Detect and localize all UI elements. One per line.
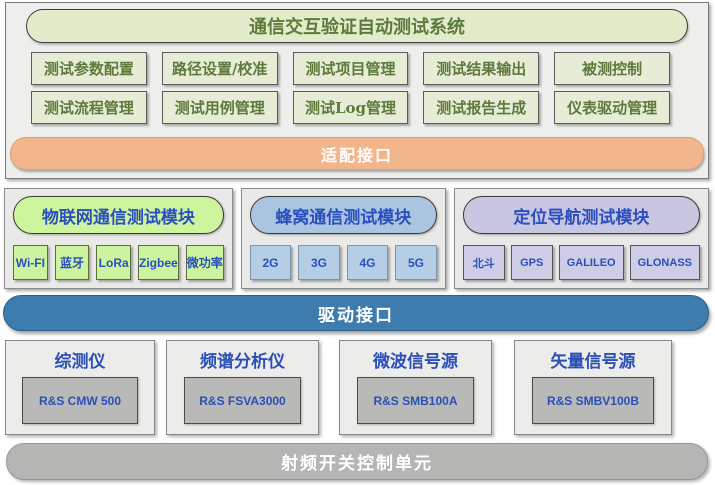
function-block-log-mgmt: 测试Log管理	[292, 91, 409, 124]
instruments-row: 综测仪 R&S CMW 500 频谱分析仪 R&S FSVA3000 微波信号源…	[5, 340, 715, 435]
function-block-flow-mgmt: 测试流程管理	[31, 91, 147, 124]
driver-interface-bar: 驱动接口	[3, 295, 709, 331]
tech-block-wifi: Wi-FI	[13, 245, 48, 280]
rf-switch-control-bar: 射频开关控制单元	[6, 443, 708, 480]
instrument-microwave-signal-source: 微波信号源 R&S SMB100A	[339, 340, 492, 435]
module-cellular-title: 蜂窝通信测试模块	[249, 196, 437, 234]
instrument-model-box: R&S CMW 500	[22, 377, 138, 424]
instrument-vector-signal-source: 矢量信号源 R&S SMBV100B	[514, 340, 672, 435]
module-cellular-items: 2G 3G 4G 5G	[249, 245, 437, 280]
function-block-result-output: 测试结果输出	[423, 52, 540, 85]
function-block-case-mgmt: 测试用例管理	[161, 91, 278, 124]
instrument-comprehensive-tester: 综测仪 R&S CMW 500	[5, 340, 155, 435]
tech-block-lora: LoRa	[96, 245, 132, 280]
module-iot-items: Wi-FI 蓝牙 LoRa Zigbee 微功率	[13, 245, 224, 280]
function-block-project-mgmt: 测试项目管理	[292, 52, 409, 85]
instrument-title: 微波信号源	[373, 352, 458, 372]
system-title: 通信交互验证自动测试系统	[26, 9, 688, 43]
instrument-title: 综测仪	[54, 352, 106, 372]
instrument-model-box: R&S SMB100A	[356, 377, 475, 424]
module-cellular-communication: 蜂窝通信测试模块 2G 3G 4G 5G	[240, 188, 446, 289]
tech-block-zigbee: Zigbee	[138, 245, 179, 280]
tech-block-micropower: 微功率	[185, 245, 224, 280]
instrument-title: 频谱分析仪	[200, 352, 285, 372]
function-row-1: 测试参数配置 路径设置/校准 测试项目管理 测试结果输出 被测控制	[6, 52, 708, 85]
module-positioning-navigation: 定位导航测试模块 北斗 GPS GALILEO GLONASS	[453, 188, 709, 289]
function-block-path-calibration: 路径设置/校准	[161, 52, 278, 85]
function-row-2: 测试流程管理 测试用例管理 测试Log管理 测试报告生成 仪表驱动管理	[6, 91, 708, 124]
tech-block-beidou: 北斗	[462, 245, 505, 280]
tech-block-3g: 3G	[298, 245, 340, 280]
module-iot-communication: 物联网通信测试模块 Wi-FI 蓝牙 LoRa Zigbee 微功率	[4, 188, 233, 289]
function-block-dut-control: 被测控制	[554, 52, 670, 85]
tech-block-bluetooth: 蓝牙	[54, 245, 90, 280]
system-panel: 通信交互验证自动测试系统 测试参数配置 路径设置/校准 测试项目管理 测试结果输…	[5, 2, 709, 179]
module-iot-title: 物联网通信测试模块	[13, 196, 224, 234]
instrument-spectrum-analyzer: 频谱分析仪 R&S FSVA3000	[166, 340, 319, 435]
function-block-param-config: 测试参数配置	[31, 52, 147, 85]
function-block-report-generation: 测试报告生成	[423, 91, 540, 124]
tech-block-5g: 5G	[395, 245, 437, 280]
module-gnss-title: 定位导航测试模块	[462, 196, 700, 234]
tech-block-4g: 4G	[346, 245, 389, 280]
adapter-interface-bar: 适配接口	[10, 137, 704, 170]
module-gnss-items: 北斗 GPS GALILEO GLONASS	[462, 245, 700, 280]
tech-block-2g: 2G	[249, 245, 292, 280]
tech-block-gps: GPS	[510, 245, 553, 280]
tech-block-galileo: GALILEO	[558, 245, 624, 280]
instrument-model-box: R&S SMBV100B	[532, 377, 654, 424]
instrument-title: 矢量信号源	[550, 352, 636, 372]
modules-row: 物联网通信测试模块 Wi-FI 蓝牙 LoRa Zigbee 微功率 蜂窝通信测…	[4, 188, 709, 289]
function-block-instrument-driver-mgmt: 仪表驱动管理	[554, 91, 670, 124]
instrument-model-box: R&S FSVA3000	[183, 377, 302, 424]
tech-block-glonass: GLONASS	[629, 245, 700, 280]
